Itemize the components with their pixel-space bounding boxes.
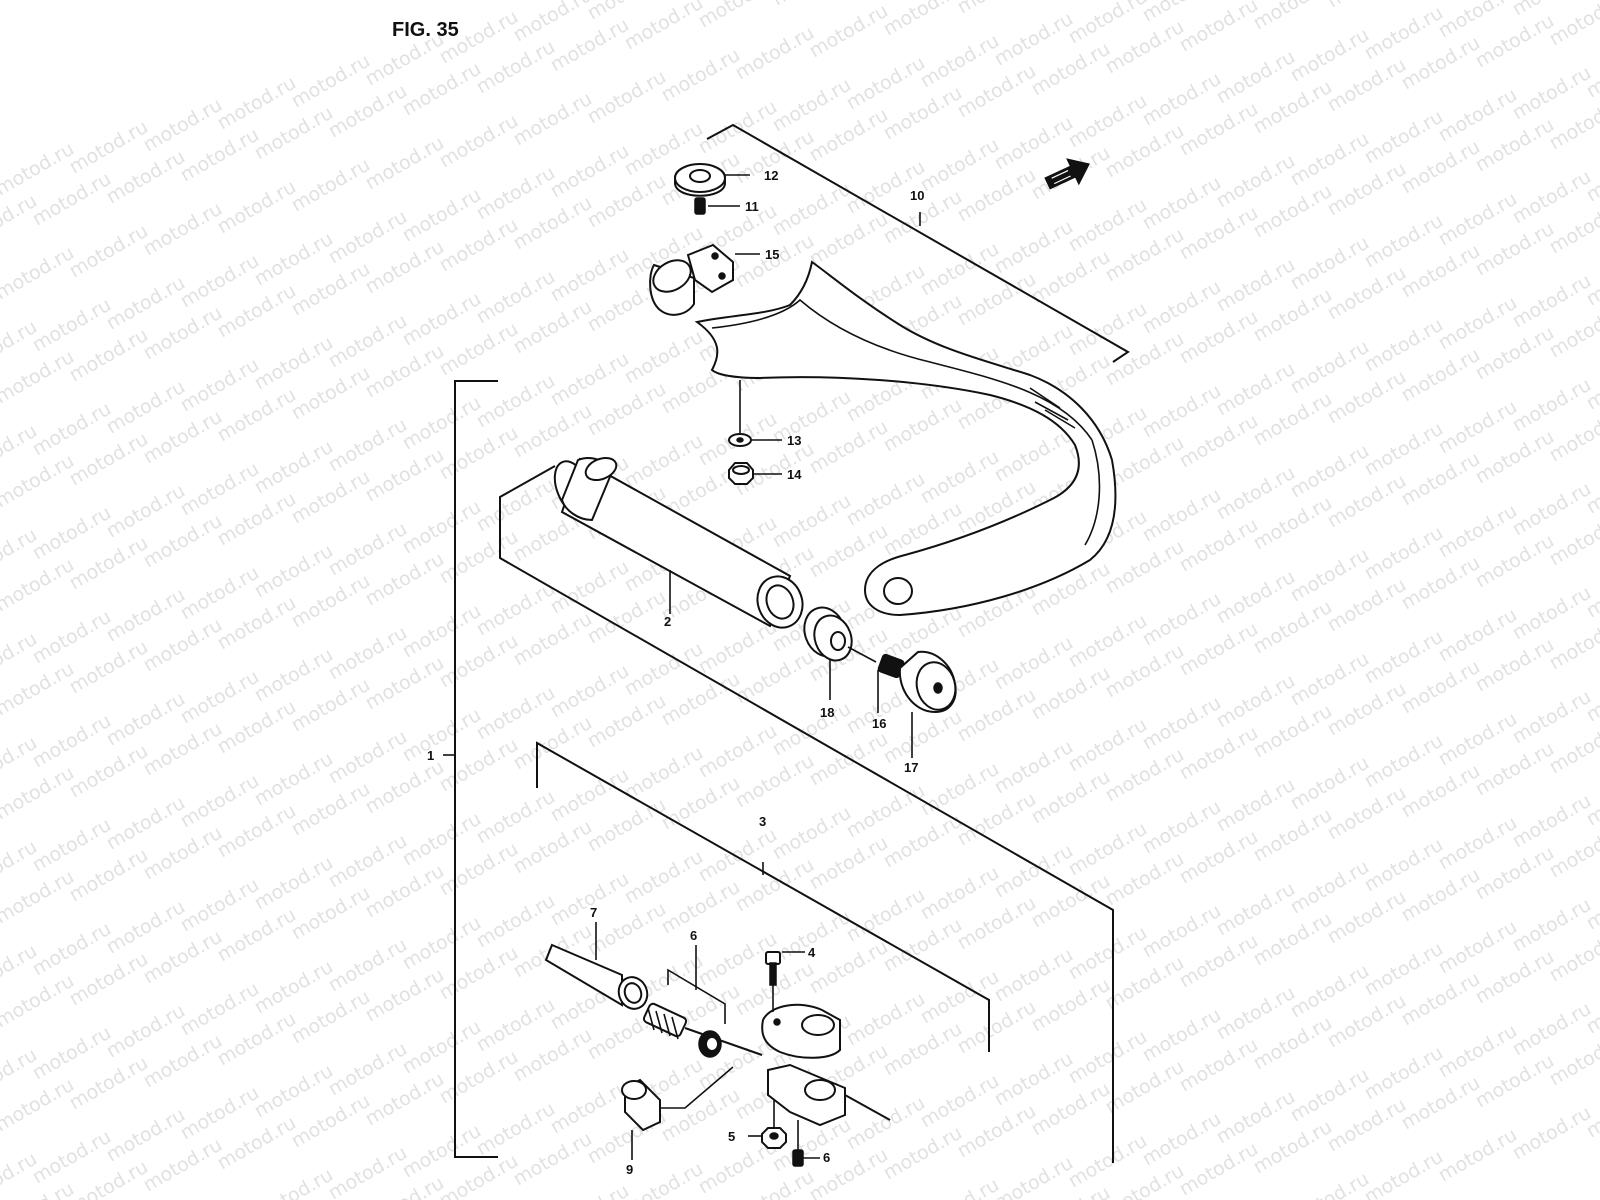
watermark-text: motod.ru (732, 22, 818, 85)
watermark-text: motod.ru (1176, 0, 1262, 56)
watermark-text: motod.ru (1250, 0, 1336, 34)
figure-title: FIG. 35 (392, 19, 459, 41)
watermark-text: motod.ru (658, 44, 744, 107)
nut-small (698, 1030, 722, 1058)
callout-9: 9 (626, 1162, 633, 1177)
group-bracket-10 (706, 123, 1130, 363)
watermark-text: motod.ru (1435, 1124, 1521, 1187)
cap-17 (898, 650, 957, 714)
watermark-text: motod.ru (0, 242, 78, 305)
callout-18: 18 (820, 705, 834, 720)
watermark-text: motod.ru (214, 176, 300, 239)
spring-part (642, 1002, 763, 1056)
bushing-18 (803, 606, 853, 662)
callout-2: 2 (664, 614, 671, 629)
watermark-text: motod.ru (880, 0, 966, 40)
watermark-text: motod.ru (1287, 1168, 1373, 1200)
callout-labels: 1 2 3 4 5 6 6 7 8 9 10 11 12 13 14 15 16… (427, 168, 924, 1177)
watermark-text: motod.ru (991, 1152, 1077, 1200)
watermark-text: motod.ru (436, 110, 522, 173)
pivot-shaft (553, 456, 804, 629)
cone-7 (544, 943, 649, 1010)
swing-arm-frame (694, 260, 1117, 617)
callout-12: 12 (764, 168, 778, 183)
watermark-text: motod.ru (66, 220, 152, 283)
callout-10: 10 (910, 188, 924, 203)
washer-13 (728, 380, 752, 447)
clamp-upper (761, 1003, 841, 1059)
nut-14 (728, 462, 754, 485)
callout-4: 4 (808, 945, 816, 960)
watermark-text: motod.ru (362, 132, 448, 195)
group-bracket-1 (443, 380, 498, 1158)
front-direction-arrow-icon (1044, 158, 1090, 190)
bolt-11 (694, 197, 706, 215)
watermark-text: motod.ru (806, 0, 892, 62)
cap-12 (674, 163, 726, 197)
callout-15: 15 (765, 247, 779, 262)
watermark-text: motod.ru (584, 66, 670, 129)
watermark-text: motod.ru (695, 0, 781, 32)
callout-1: 1 (427, 748, 434, 763)
clamp-lower (767, 1063, 891, 1127)
watermark-text: motod.ru (325, 1142, 411, 1200)
watermark-text: motod.ru (1324, 0, 1410, 12)
callout-13: 13 (787, 433, 801, 448)
callout-16: 16 (872, 716, 886, 731)
bushing-9 (621, 1066, 734, 1132)
nut-5 (761, 1100, 787, 1149)
clamp-bracket (649, 243, 734, 316)
watermark-text: motod.ru (1361, 1146, 1447, 1200)
leader-lines (595, 174, 913, 1160)
watermark-text: motod.ru (251, 1164, 337, 1200)
watermark-text: motod.ru (769, 0, 855, 10)
watermark-text: motod.ru (547, 1180, 633, 1200)
callout-14: 14 (787, 467, 802, 482)
watermark-text: motod.ru (1509, 1102, 1595, 1165)
callout-6-upper: 6 (690, 928, 697, 943)
watermark-text: motod.ru (510, 88, 596, 151)
watermark-text: motod.ru (140, 198, 226, 261)
callout-7: 7 (590, 905, 597, 920)
callout-17: 17 (904, 760, 918, 775)
group-bracket-3 (536, 741, 990, 1052)
watermark-text: motod.ru (288, 154, 374, 217)
callout-3: 3 (759, 814, 766, 829)
callout-11: 11 (745, 199, 759, 214)
callout-6-lower: 6 (823, 1150, 830, 1165)
callout-5: 5 (728, 1129, 735, 1144)
group-outline-pivot (499, 465, 1114, 1163)
watermark-text: motod.ru (621, 0, 707, 54)
bolt-6 (792, 1120, 804, 1167)
watermark-text: motod.ru (954, 0, 1040, 18)
bolt-4 (765, 951, 781, 1012)
